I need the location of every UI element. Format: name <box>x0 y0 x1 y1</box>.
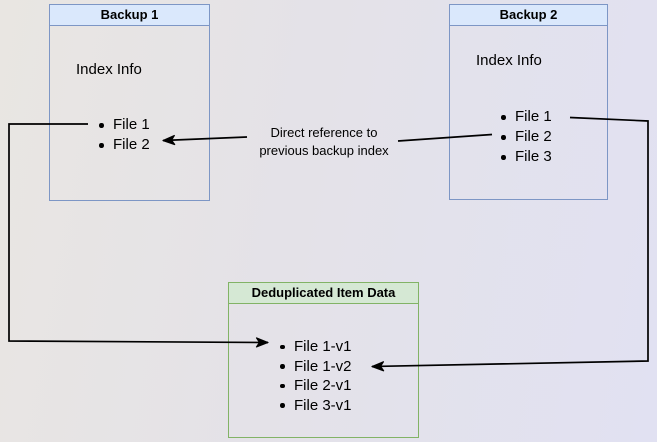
backup1-title: Backup 1 <box>50 5 209 26</box>
list-item: File 1 <box>501 107 552 127</box>
list-item: File 2 <box>99 135 150 155</box>
list-item: File 3 <box>501 147 552 167</box>
list-item: File 1-v2 <box>280 357 352 377</box>
direct-reference-label-line2: previous backup index <box>259 143 389 158</box>
list-item: File 1 <box>99 115 150 135</box>
backup2-box: Backup 2 Index Info File 1 File 2 File 3 <box>449 4 608 200</box>
list-item: File 1-v1 <box>280 337 352 357</box>
backup1-file-list: File 1 File 2 <box>99 115 150 155</box>
dedup-item-list: File 1-v1 File 1-v2 File 2-v1 File 3-v1 <box>280 337 352 415</box>
backup2-title: Backup 2 <box>450 5 607 26</box>
list-item: File 2 <box>501 127 552 147</box>
direct-reference-label-line1: Direct reference to <box>270 125 378 140</box>
deduplicated-item-data-box: Deduplicated Item Data File 1-v1 File 1-… <box>228 282 419 438</box>
backup1-box: Backup 1 Index Info File 1 File 2 <box>49 4 210 201</box>
list-item: File 2-v1 <box>280 376 352 396</box>
backup1-index-info-label: Index Info <box>76 61 142 78</box>
direct-reference-label: Direct reference to previous backup inde… <box>243 124 405 160</box>
list-item: File 3-v1 <box>280 396 352 416</box>
backup2-file-list: File 1 File 2 File 3 <box>501 107 552 167</box>
dedup-title: Deduplicated Item Data <box>229 283 418 304</box>
backup2-index-info-label: Index Info <box>476 52 542 69</box>
